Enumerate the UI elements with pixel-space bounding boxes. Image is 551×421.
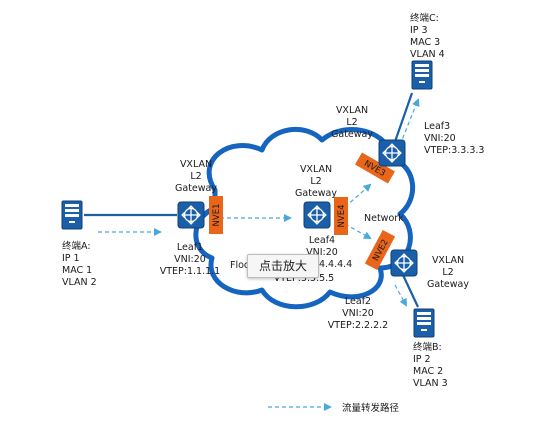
- svg-text:Gateway: Gateway: [331, 129, 373, 140]
- svg-text:Gateway: Gateway: [175, 183, 217, 194]
- flow-arrow-leaf4-to-leaf3: [344, 183, 372, 208]
- terminalC-mac: MAC 3: [410, 37, 440, 48]
- gateway-label-leaf1: VXLAN L2 Gateway: [175, 159, 217, 194]
- svg-text:VXLAN: VXLAN: [300, 164, 332, 175]
- terminalA-vlan: VLAN 2: [62, 277, 97, 288]
- leaf4-switch-icon: [303, 201, 331, 229]
- terminalC-title: 终端C:: [410, 12, 439, 24]
- svg-text:L2: L2: [442, 267, 453, 278]
- leaf4-extra-vtep: VTEP:5.5.5.5: [274, 273, 334, 284]
- leaf4-info: Leaf4 VNI:20 VTEP:4.4.4.4 VTEP:5.5.5.5: [274, 235, 352, 284]
- terminalC-vlan: VLAN 4: [410, 49, 445, 60]
- legend-label: 流量转发路径: [342, 402, 400, 414]
- zoom-button-label: 点击放大: [258, 259, 307, 273]
- svg-text:Leaf4: Leaf4: [309, 235, 335, 246]
- svg-text:VNI:20: VNI:20: [306, 247, 338, 258]
- svg-text:VXLAN: VXLAN: [336, 105, 368, 116]
- leaf3-switch-icon: [378, 139, 406, 167]
- svg-text:L2: L2: [310, 176, 321, 187]
- svg-text:VTEP:1.1.1.1: VTEP:1.1.1.1: [160, 266, 220, 277]
- flow-arrow-leaf2-to-b: [394, 284, 407, 307]
- nve1-tag: NVE1: [209, 196, 223, 234]
- terminalB-info: 终端B: IP 2 MAC 2 VLAN 3: [413, 341, 448, 389]
- svg-text:Gateway: Gateway: [295, 188, 337, 199]
- svg-text:VTEP:4.4.4.4: VTEP:4.4.4.4: [292, 259, 352, 270]
- terminalB-ip: IP 2: [413, 354, 431, 365]
- svg-text:Leaf2: Leaf2: [345, 296, 371, 307]
- gateway-label-leaf3: VXLAN L2 Gateway: [331, 105, 373, 140]
- svg-text:VNI:20: VNI:20: [424, 133, 456, 144]
- terminalA-title: 终端A:: [62, 240, 91, 252]
- svg-text:Leaf3: Leaf3: [424, 121, 450, 132]
- terminalC-server-icon: [411, 60, 433, 90]
- svg-text:L2: L2: [346, 117, 357, 128]
- gateway-label-leaf4: VXLAN L2 Gateway: [295, 164, 337, 199]
- svg-text:L2: L2: [190, 171, 201, 182]
- svg-text:VTEP:2.2.2.2: VTEP:2.2.2.2: [328, 320, 388, 331]
- leaf1-info: Leaf1 VNI:20 VTEP:1.1.1.1: [160, 242, 220, 277]
- nve4-label: NVE4: [337, 205, 347, 228]
- terminalC-ip: IP 3: [410, 25, 428, 36]
- terminalA-mac: MAC 1: [62, 265, 92, 276]
- legend: 流量转发路径: [268, 402, 400, 414]
- nve4-tag: NVE4: [334, 197, 348, 235]
- nve1-label: NVE1: [212, 204, 222, 227]
- network-label: Network: [364, 213, 404, 224]
- terminalA-server-icon: [61, 200, 83, 230]
- svg-text:Leaf1: Leaf1: [177, 242, 203, 253]
- flow-arrow-leaf4-to-leaf2: [344, 223, 372, 239]
- flow-arrow-leaf3-to-c: [399, 98, 420, 146]
- gateway-label-leaf2: VXLAN L2 Gateway: [427, 255, 469, 290]
- traffic-flow-arrows: [98, 98, 420, 307]
- flood-label: Flood: [230, 260, 256, 271]
- leaf2-switch-icon: [390, 249, 418, 277]
- terminalB-vlan: VLAN 3: [413, 378, 448, 389]
- svg-text:Gateway: Gateway: [427, 279, 469, 290]
- link-leaf2-terminalB: [402, 274, 419, 308]
- svg-text:VNI:20: VNI:20: [174, 254, 206, 265]
- terminalB-server-icon: [413, 308, 435, 338]
- terminalA-info: 终端A: IP 1 MAC 1 VLAN 2: [62, 240, 97, 288]
- svg-text:VNI:20: VNI:20: [342, 308, 374, 319]
- zoom-button[interactable]: 点击放大: [247, 254, 319, 278]
- terminalB-title: 终端B:: [413, 341, 442, 353]
- svg-text:VXLAN: VXLAN: [432, 255, 464, 266]
- terminalA-ip: IP 1: [62, 253, 80, 264]
- svg-text:VTEP:3.3.3.3: VTEP:3.3.3.3: [424, 145, 484, 156]
- leaf3-info: Leaf3 VNI:20 VTEP:3.3.3.3: [424, 121, 484, 156]
- terminalB-mac: MAC 2: [413, 366, 443, 377]
- leaf1-switch-icon: [177, 201, 205, 229]
- leaf2-info: Leaf2 VNI:20 VTEP:2.2.2.2: [328, 296, 388, 331]
- terminalC-info: 终端C: IP 3 MAC 3 VLAN 4: [410, 12, 445, 60]
- svg-text:VXLAN: VXLAN: [180, 159, 212, 170]
